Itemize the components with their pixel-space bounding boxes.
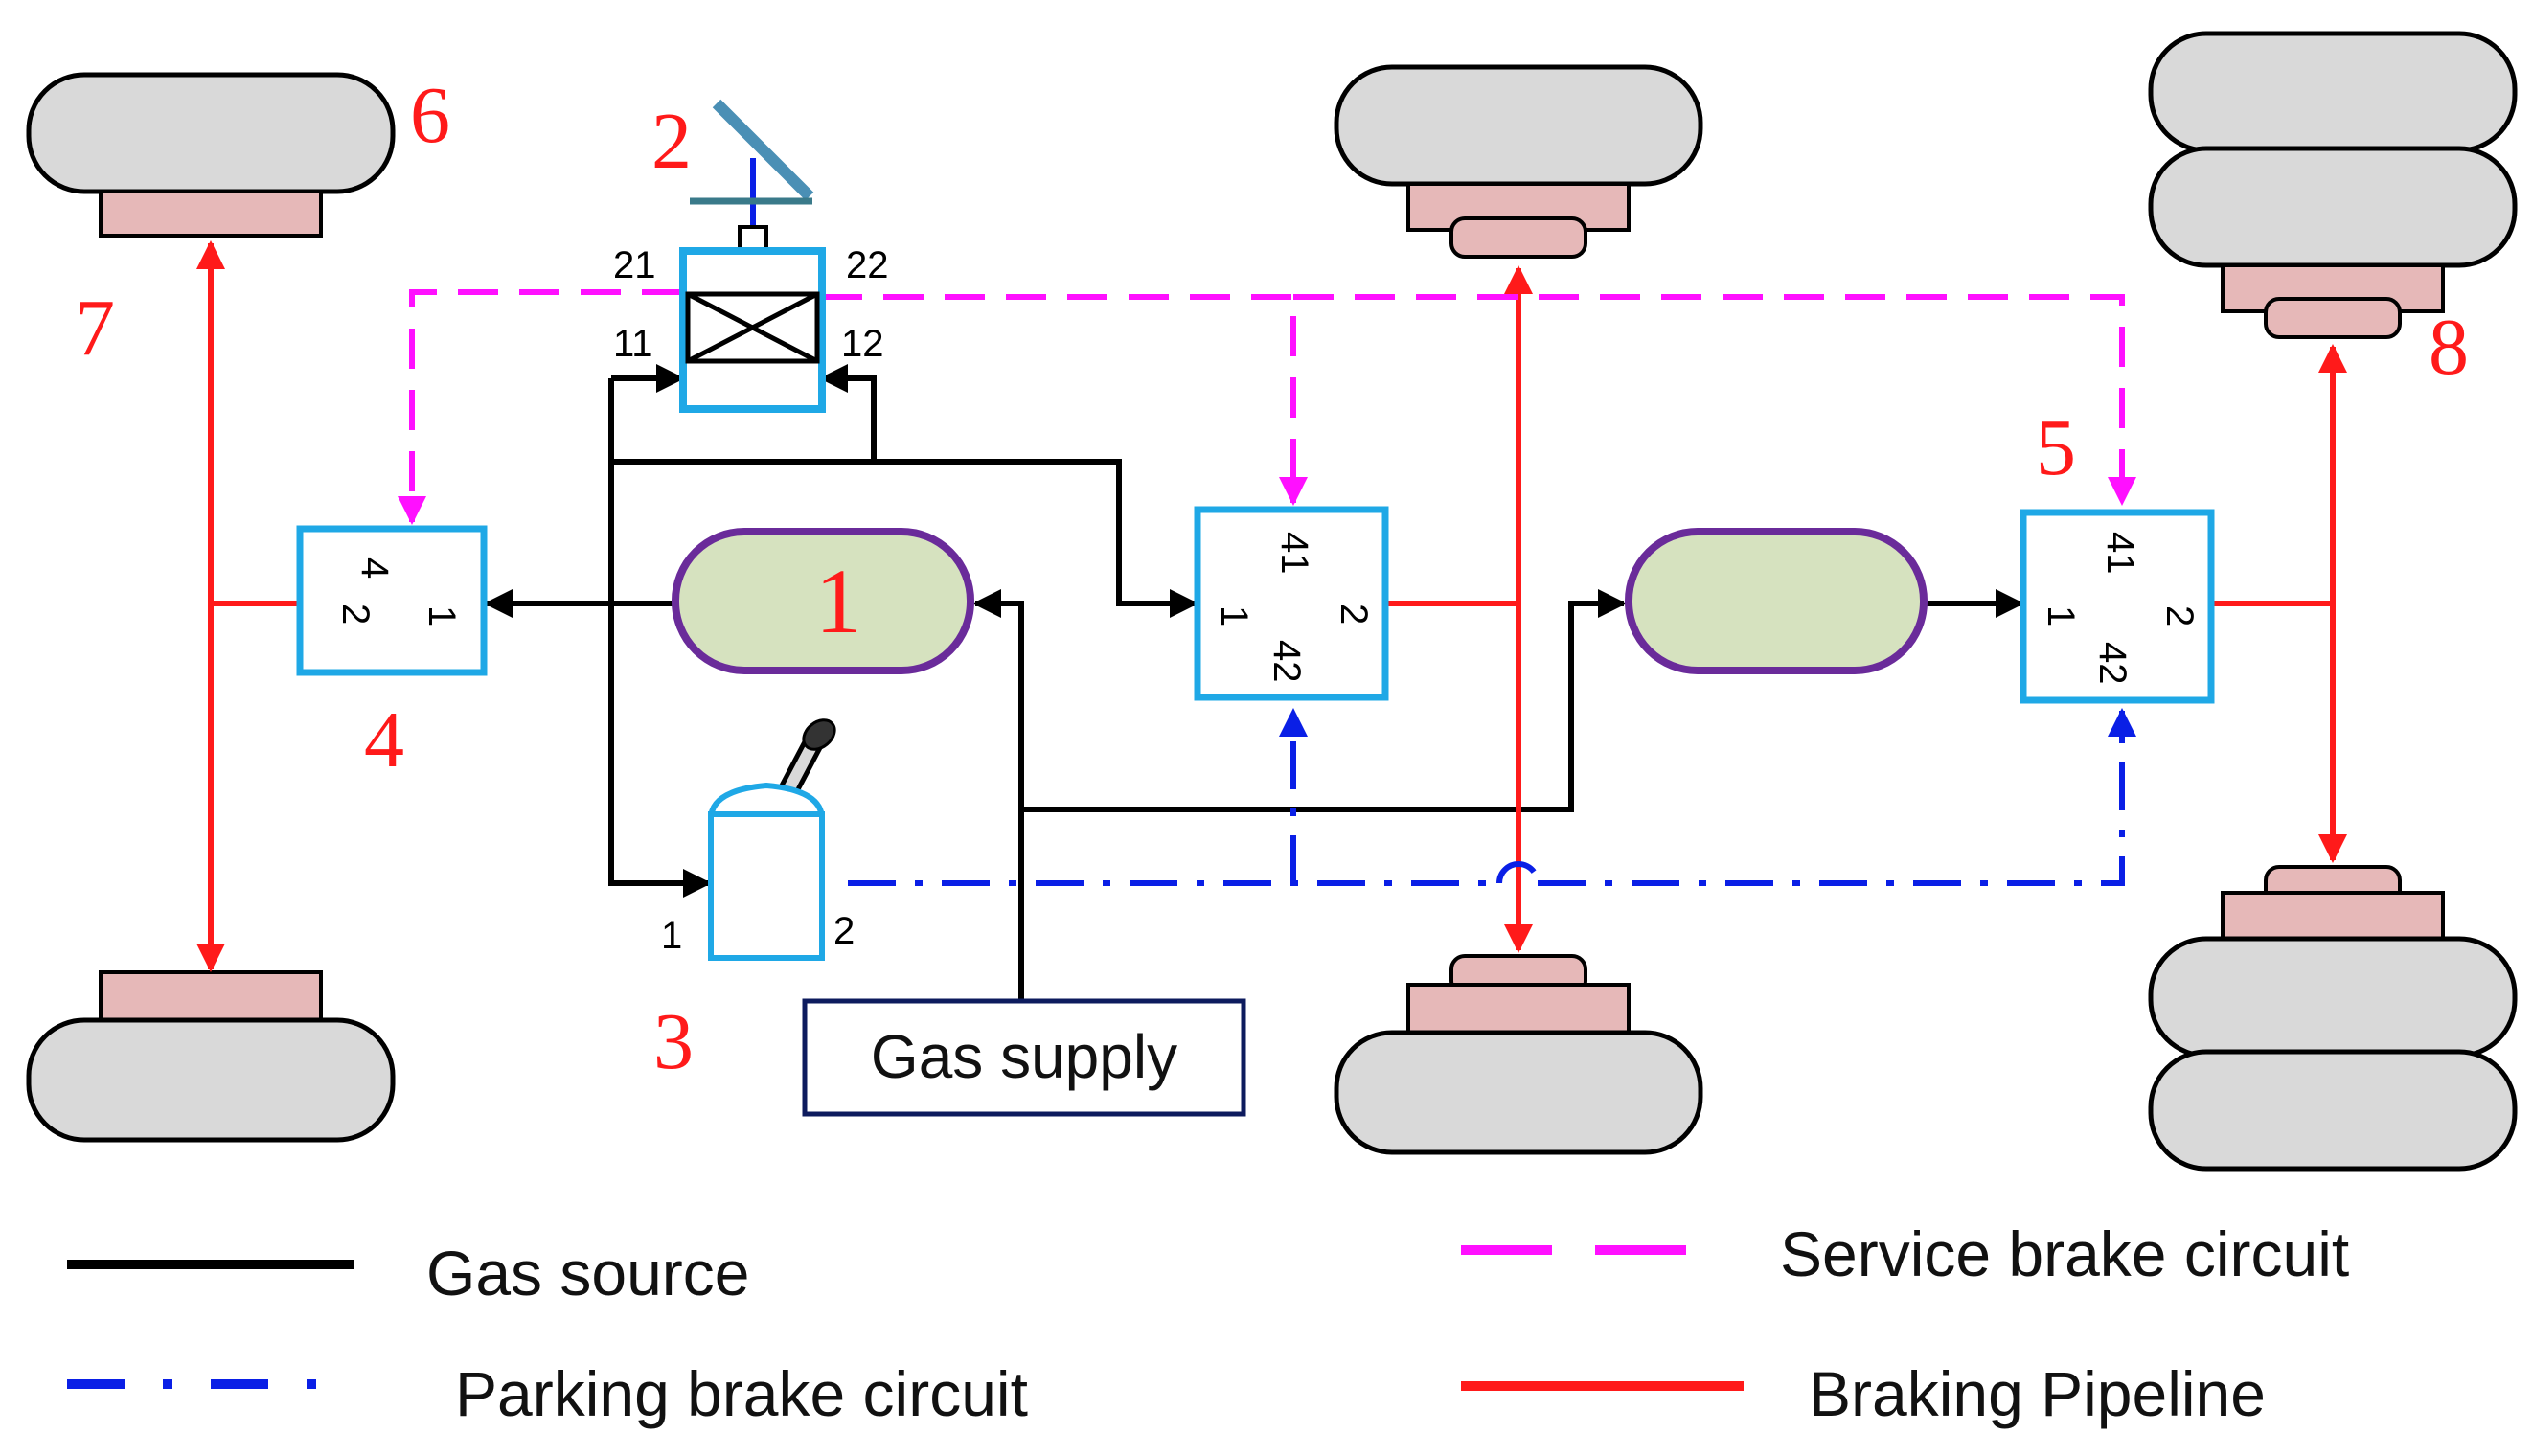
label-8: 8: [2429, 303, 2469, 392]
legend-braking-pipeline-label: Braking Pipeline: [1809, 1358, 2266, 1429]
port-21: 21: [613, 244, 656, 286]
legend-gas-source-label: Gas source: [426, 1238, 749, 1308]
label-4: 4: [364, 695, 404, 785]
label-5: 5: [2036, 403, 2076, 492]
front-relay-port-4: 4: [354, 557, 396, 579]
mid-relay-port-42: 42: [1266, 640, 1308, 683]
wheel-mid-bottom: [1334, 954, 1703, 1155]
wheel-rear-right-bottom-dual: [2148, 865, 2518, 1172]
wheel-front-left-bottom: [26, 970, 396, 1143]
air-tank-rear: [1625, 528, 1928, 674]
rear-relay-port-42: 42: [2091, 642, 2134, 685]
label-6: 6: [410, 71, 450, 160]
wheel-rear-right-top-dual: [2148, 31, 2518, 339]
brake-pedal-valve: [679, 99, 826, 413]
relay-valve-mid: [1194, 506, 1389, 701]
label-1: 1: [815, 550, 861, 652]
legend: Gas source Parking brake circuit Service…: [67, 1218, 2349, 1429]
relay-valve-front: [296, 525, 488, 676]
label-7: 7: [75, 284, 115, 373]
gas-supply-label: Gas supply: [871, 1022, 1177, 1091]
braking-pipeline-lines: [196, 240, 2347, 972]
rear-relay-port-41: 41: [2099, 532, 2141, 575]
front-relay-port-1: 1: [421, 605, 463, 626]
rear-relay-port-1: 1: [2040, 605, 2082, 626]
front-relay-port-2: 2: [334, 603, 377, 625]
wheel-front-left-top: [26, 72, 396, 238]
gas-supply-box: [802, 998, 1246, 1117]
label-2: 2: [651, 97, 692, 186]
port-22: 22: [846, 244, 889, 286]
gas-source-lines: [484, 364, 2024, 1001]
relay-valve-rear: [2020, 509, 2215, 704]
hand-valve-port-2: 2: [833, 910, 855, 952]
hand-brake-valve: [707, 718, 836, 961]
parking-brake-lines: [848, 708, 2136, 886]
rear-relay-port-2: 2: [2158, 605, 2201, 626]
label-3: 3: [653, 997, 694, 1086]
port-12: 12: [841, 323, 884, 365]
mid-relay-port-41: 41: [1273, 532, 1315, 575]
service-brake-lines: [398, 289, 2136, 525]
air-tank-1: [672, 528, 974, 674]
legend-service-brake-label: Service brake circuit: [1780, 1218, 2349, 1289]
mid-relay-port-1: 1: [1213, 605, 1255, 626]
wheel-mid-top: [1334, 64, 1703, 259]
legend-parking-brake-label: Parking brake circuit: [455, 1358, 1028, 1429]
mid-relay-port-2: 2: [1333, 603, 1375, 625]
port-11: 11: [613, 323, 653, 365]
hand-valve-port-1: 1: [661, 915, 682, 957]
